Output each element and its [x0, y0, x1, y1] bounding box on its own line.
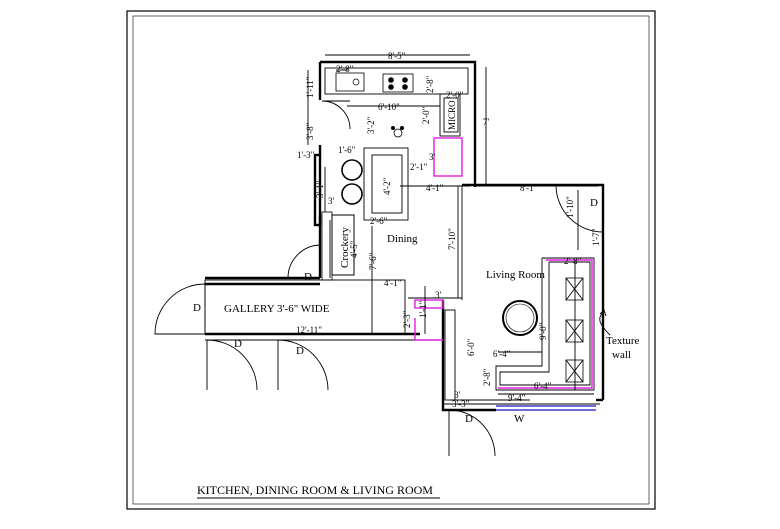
- dim-1-3: 1'-3": [297, 150, 315, 160]
- dim-2-8a: 2'-8": [336, 64, 354, 74]
- living-door-right-label: D: [590, 197, 598, 209]
- living-room: W D D Living Room Texture wall: [408, 183, 640, 457]
- dim-7-10: 7'-10": [447, 228, 457, 250]
- dim-1-11: 1'-11": [305, 76, 315, 98]
- window-label: W: [514, 413, 525, 425]
- stool-1: [341, 159, 363, 181]
- dim-2-1: 2'-1": [410, 162, 428, 172]
- dim-1-10: 1'-10": [565, 196, 575, 218]
- cooktop: [382, 73, 414, 93]
- dining-area: Dining Crockery: [313, 147, 418, 281]
- cushion-1: [565, 277, 584, 301]
- gallery-door-left: [154, 283, 206, 335]
- dim-4-5: 4'-5": [349, 240, 359, 258]
- cushion-2: [565, 319, 584, 343]
- gallery-door-bottom-1: [206, 339, 258, 391]
- dim-7-6: 7'-6": [368, 252, 378, 270]
- dim-12-11: 12'-11": [296, 325, 322, 335]
- dim-3-8: 3'-8": [305, 122, 315, 140]
- drawing-title: KITCHEN, DINING ROOM & LIVING ROOM: [197, 483, 433, 497]
- dimension-lines: [208, 54, 598, 401]
- dim-3a: 3': [429, 152, 436, 162]
- dim-4-2: 4'-2": [382, 177, 392, 195]
- living-door-bottom: [448, 409, 496, 457]
- sink: [335, 72, 365, 92]
- dim-3-2: 3'-2": [366, 116, 376, 134]
- dim-3b: 3': [328, 196, 335, 206]
- coffee-table: [502, 300, 538, 336]
- fridge: [433, 137, 463, 177]
- texture-wall-label-1: Texture: [606, 335, 640, 347]
- gallery-door-bottom-2-label: D: [296, 345, 304, 357]
- dim-3-1: 3'-1": [315, 180, 325, 198]
- dining-table: [363, 147, 409, 221]
- texture-wall-arrow: [599, 311, 611, 336]
- gallery-label: GALLERY 3'-6" WIDE: [224, 303, 330, 315]
- dim-4-1b: 4'-1": [384, 278, 402, 288]
- gallery-door-bottom-1-label: D: [234, 338, 242, 350]
- dim-6-4a: 6'-4": [493, 349, 511, 359]
- dim-2-8d: 2'-8": [482, 368, 492, 386]
- living-door-right: [555, 184, 604, 233]
- sofa: [495, 257, 595, 391]
- dim-2-3: 2'-3": [402, 310, 412, 328]
- dim-8-1: 8'-1": [520, 183, 538, 193]
- outer-frame: [126, 10, 656, 510]
- dim-8-5: 8'-5": [388, 51, 406, 61]
- kitchen: MICRO: [318, 60, 477, 187]
- dim-6-10: 6'-10": [378, 102, 400, 112]
- dim-3-3: 3'-3": [452, 399, 470, 409]
- dim-7: 7': [483, 117, 490, 127]
- dim-6-0: 6'-0": [466, 338, 476, 356]
- micro-label: MICRO: [447, 100, 457, 130]
- dimension-labels: 8'-5" 1'-11" 2'-8" 6'-10" 2'-8" 2'-0" 3'…: [296, 51, 601, 409]
- dim-3c: 3': [435, 290, 442, 300]
- partition-unit: [414, 299, 444, 309]
- dim-4-1a: 4'-1": [426, 183, 444, 193]
- dining-door-label: D: [304, 271, 312, 283]
- dim-1-7: 1'-7": [591, 228, 601, 246]
- cushion-3: [565, 359, 584, 383]
- dim-2-6: 2'-6": [370, 216, 388, 226]
- dim-9-0: 9'-0": [538, 322, 548, 340]
- texture-wall-label-2: wall: [612, 349, 631, 361]
- inner-frame: [132, 15, 650, 505]
- living-door-bottom-label: D: [465, 413, 473, 425]
- crockery-label: Crockery: [339, 227, 351, 268]
- dim-2-0: 2'-0": [446, 90, 464, 100]
- gallery-door-bottom-2: [277, 339, 329, 391]
- dim-9-4: 9'-4": [508, 393, 526, 403]
- dim-3d: 3': [454, 390, 461, 400]
- dim-1-1: 1'-1": [418, 300, 428, 318]
- gallery-door-left-label: D: [193, 302, 201, 314]
- dim-6-4b: 6'-4": [534, 381, 552, 391]
- dining-label: Dining: [387, 233, 418, 245]
- dim-2-8c: 2'-8": [564, 256, 582, 266]
- dim-2-8b: 2'-8": [425, 75, 435, 93]
- dining-door: [287, 244, 321, 279]
- dim-2-sm: 2'-0": [421, 106, 431, 124]
- stool-2: [341, 183, 363, 205]
- dim-1-6: 1'-6": [338, 145, 356, 155]
- living-label: Living Room: [486, 269, 545, 281]
